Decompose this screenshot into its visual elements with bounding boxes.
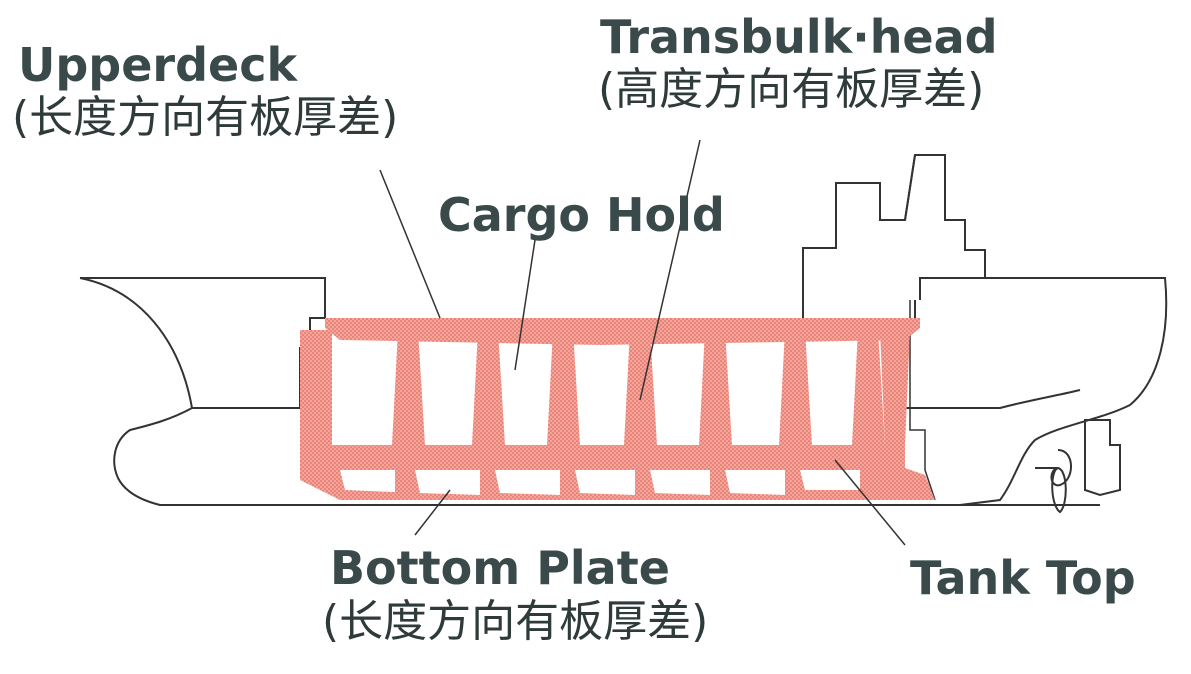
propeller-icon [1050, 449, 1072, 514]
aft-end-bulkhead [300, 330, 332, 445]
fore-end-bulkhead [880, 330, 910, 445]
stern-inner-line [904, 300, 1081, 409]
transverse-bulkhead [392, 330, 425, 445]
double-bottom-cell [415, 470, 480, 495]
double-bottom-cell [800, 470, 860, 490]
transverse-bulkhead [852, 330, 885, 445]
upperdeck-plate [325, 318, 920, 328]
rudder [1084, 419, 1121, 497]
double-bottom-cells [340, 470, 860, 495]
transverse-bulkheads [392, 330, 885, 445]
cargo-hold-title: Cargo Hold [438, 188, 725, 242]
bottom-plate-title: Bottom Plate [330, 541, 670, 595]
transbulkhead-subtitle: (高度方向有板厚差) [598, 64, 985, 115]
leader-bottomplate [414, 489, 451, 536]
transbulkhead-title: Transbulk·head [600, 10, 998, 64]
transverse-bulkhead [472, 330, 505, 445]
upperdeck-subtitle: (长度方向有板厚差) [12, 92, 399, 143]
stern-superstructure [802, 154, 986, 320]
tank-top-title: Tank Top [910, 551, 1136, 605]
stern-right-edge [909, 300, 936, 501]
double-bottom-cell [575, 470, 635, 495]
leader-tanktop [834, 459, 906, 546]
transverse-bulkhead [699, 330, 732, 445]
transverse-bulkhead [779, 330, 812, 445]
bow-curve [79, 277, 193, 409]
double-bottom-cell [495, 470, 560, 495]
double-bottom-cell [650, 470, 710, 495]
double-bottom-cell [725, 470, 785, 495]
leader-cargohold [514, 239, 536, 371]
bottom-plate-subtitle: (长度方向有板厚差) [322, 596, 709, 647]
double-bottom-cell [340, 470, 395, 492]
bow-hull [80, 277, 330, 506]
upperdeck-title: Upperdeck [18, 38, 298, 92]
tank-top-plate [300, 445, 905, 468]
funnel-line [904, 154, 916, 221]
stern-hull [959, 277, 1168, 506]
deck-girder [325, 328, 920, 345]
transverse-bulkhead [547, 330, 580, 445]
leader-transbulkhead [639, 139, 701, 401]
leader-upperdeck [379, 169, 441, 319]
